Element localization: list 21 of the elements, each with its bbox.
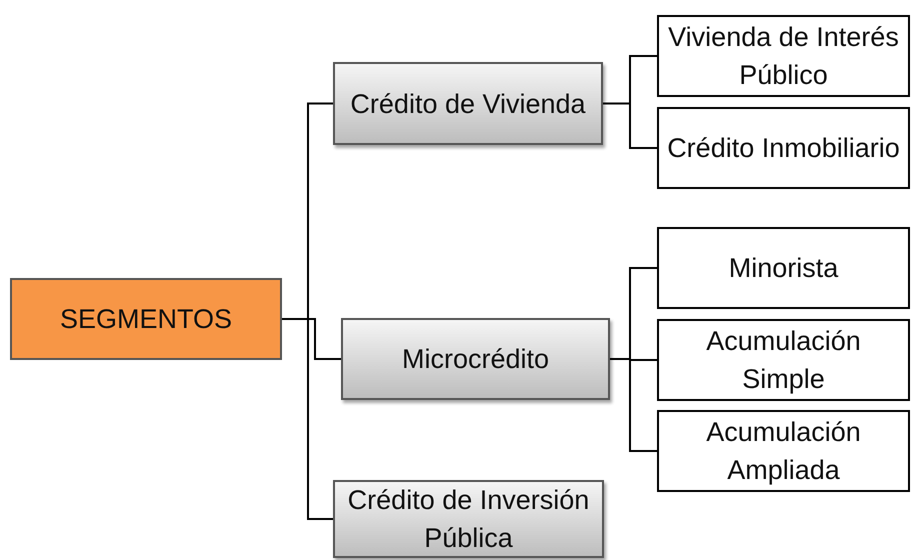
category-box — [333, 62, 603, 145]
connector-line — [603, 102, 657, 149]
node-label: Minorista — [728, 252, 840, 285]
node-label: Crédito de Vivienda — [349, 88, 587, 120]
node-label: Microcrédito — [400, 343, 550, 376]
node-label: Vivienda de Interés Público — [667, 21, 900, 92]
subcategory-box — [657, 227, 910, 309]
node-label: Crédito de Inversión Pública — [346, 484, 590, 555]
category-box — [341, 318, 610, 400]
connector-line — [610, 358, 657, 452]
subcategory-box — [657, 410, 910, 492]
category-box — [10, 278, 282, 360]
subcategory-box — [657, 107, 910, 189]
node-label: Acumulación Ampliada — [705, 416, 862, 487]
node-label: Acumulación Simple — [705, 325, 862, 396]
category-box — [333, 480, 604, 558]
connector-line — [282, 318, 333, 520]
subcategory-box — [657, 15, 910, 97]
node-label: Crédito Inmobiliario — [666, 132, 901, 165]
node-label: SEGMENTOS — [58, 303, 234, 336]
subcategory-box — [657, 319, 910, 401]
